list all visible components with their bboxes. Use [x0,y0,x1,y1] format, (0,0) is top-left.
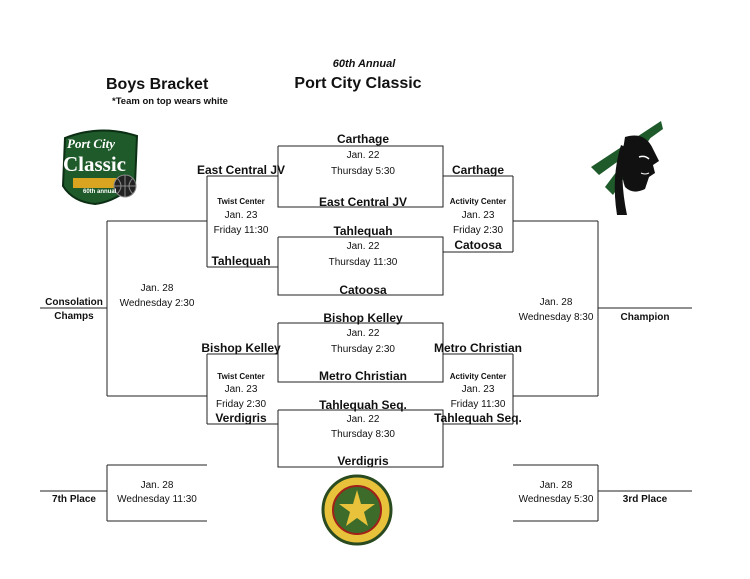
r1-g4-top-team: Tahlequah Seq. [319,398,407,412]
right-s1-bottom-team: Catoosa [454,238,502,252]
r1-g4-time: Thursday 8:30 [331,429,395,440]
uniform-note: *Team on top wears white [112,96,228,107]
right-s2-venue: Activity Center [449,372,507,381]
champion-time: Wednesday 8:30 [518,312,594,323]
consolation-label-1: Consolation [45,297,103,308]
consolation-date: Jan. 28 [140,283,174,294]
right-s2-bottom-team: Tahlequah Seq. [434,411,522,425]
r1-g1-bottom-team: East Central JV [318,195,408,209]
champion-date: Jan. 28 [539,297,573,308]
r1-g2-bottom-team: Catoosa [339,283,387,297]
logo-text-port-city: Port City [67,136,116,151]
r1-g4-date: Jan. 22 [346,414,380,425]
left-s1-time: Friday 11:30 [213,225,269,236]
left-s1-bottom-team: Tahlequah [211,254,271,268]
port-city-classic-logo: Port City Classic 60th annual [55,126,145,208]
r1-g4-bottom-team: Verdigris [337,454,389,468]
right-s2-top-team: Metro Christian [433,341,523,355]
logo-text-classic: Classic [63,152,126,176]
seventh-place-label: 7th Place [52,494,96,505]
r1-g3-bottom-team: Metro Christian [318,369,408,383]
r1-g2-top-team: Tahlequah [333,224,393,238]
third-time: Wednesday 5:30 [518,494,594,505]
right-s1-time: Friday 2:30 [452,225,504,236]
r1-g1-time: Thursday 5:30 [331,166,395,177]
right-s1-venue: Activity Center [449,197,507,206]
left-s2-top-team: Bishop Kelley [201,341,281,355]
left-s1-date: Jan. 23 [224,210,258,221]
left-s2-bottom-team: Verdigris [215,411,267,425]
r1-g1-top-team: Carthage [336,132,390,146]
logo-text-60th: 60th annual [83,189,117,195]
left-s2-date: Jan. 23 [224,384,258,395]
annual-label: 60th Annual [332,58,396,70]
consolation-time: Wednesday 2:30 [119,298,195,309]
r1-g1-date: Jan. 22 [346,150,380,161]
warrior-head-logo [585,117,665,217]
r1-g3-date: Jan. 22 [346,328,380,339]
r1-g3-time: Thursday 2:30 [331,344,395,355]
left-s2-venue: Twist Center [217,372,265,381]
left-s1-venue: Twist Center [217,197,265,206]
right-s2-time: Friday 11:30 [450,399,506,410]
right-s2-date: Jan. 23 [461,384,495,395]
bracket-title: Boys Bracket [106,76,209,93]
seventh-date: Jan. 28 [140,480,174,491]
left-s2-time: Friday 2:30 [215,399,267,410]
left-s1-top-team: East Central JV [196,163,286,177]
right-s1-top-team: Carthage [451,163,505,177]
r1-g3-top-team: Bishop Kelley [323,311,403,325]
champion-label: Champion [620,312,670,323]
consolation-label-2: Champs [54,311,94,322]
right-s1-date: Jan. 23 [461,210,495,221]
seventh-time: Wednesday 11:30 [117,494,197,505]
cherokee-seal-logo [321,474,393,546]
third-place-label: 3rd Place [622,494,668,505]
r1-g2-time: Thursday 11:30 [328,257,398,268]
third-date: Jan. 28 [539,480,573,491]
r1-g2-date: Jan. 22 [346,241,380,252]
page-title: Port City Classic [294,75,422,92]
